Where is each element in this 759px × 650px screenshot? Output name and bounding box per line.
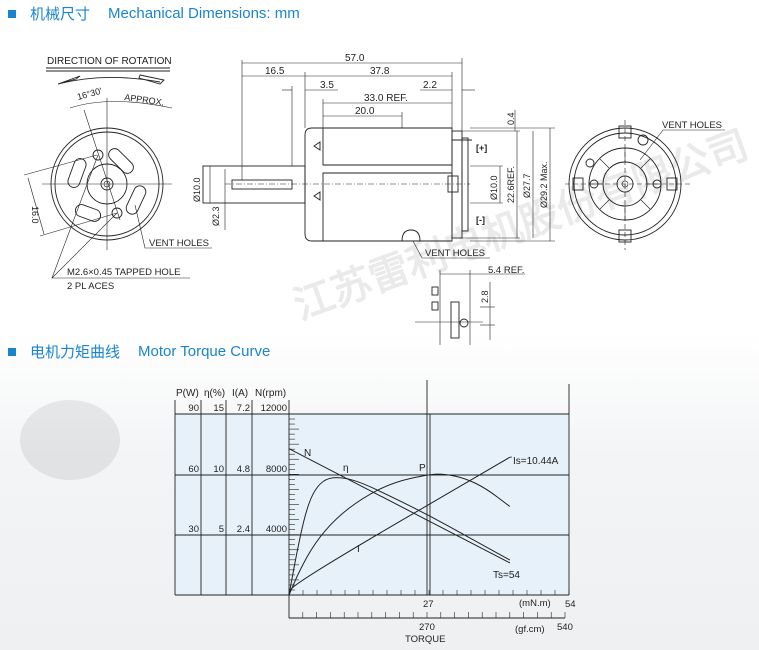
plot-area	[175, 414, 569, 595]
dim-shaft-d2-3: Ø2.3	[211, 206, 221, 226]
curve-p	[288, 473, 511, 596]
x-tick-27: 27	[423, 599, 434, 610]
tick-label: 10	[213, 464, 224, 475]
mechanical-drawing: 江苏雷利电机股份有限公司 DIRECTION OF ROTATION 16°30…	[23, 53, 754, 345]
curve-n	[288, 448, 511, 564]
label-p: P	[419, 463, 426, 474]
table-values: 90 15 7.2 12000 60 10 4.8 8000 30 5 2.4 …	[188, 403, 287, 535]
title-en: Mechanical Dimensions: mm	[108, 5, 300, 22]
tick-label: 90	[188, 403, 199, 414]
header-power: P(W)	[176, 388, 199, 399]
tick-label: 7.2	[237, 403, 250, 414]
terminal-minus-label: [-]	[476, 215, 485, 225]
label-stall-current: Is=10.44A	[513, 456, 559, 467]
header-efficiency: η(%)	[204, 388, 225, 399]
tick-label: 12000	[261, 403, 287, 414]
dim-22-6: 22.6REF.	[506, 166, 516, 203]
table-headers: P(W) η(%) I(A) N(rpm)	[176, 388, 286, 399]
x-unit-mnm: (mN.m)	[519, 598, 551, 609]
tick-label: 5	[219, 524, 224, 535]
vent-holes-right-label: VENT HOLES	[662, 120, 722, 131]
curves	[288, 448, 513, 596]
dim-16-5: 16.5	[265, 66, 285, 77]
section-bullet-icon	[8, 347, 16, 356]
dim-d10-right: Ø10.0	[489, 175, 499, 200]
dim-shaft-d10: Ø10.0	[192, 177, 202, 202]
dim-5-4: 5.4 REF.	[488, 265, 524, 276]
mechanical-dimensions-title: 机械尺寸 Mechanical Dimensions: mm	[8, 3, 300, 24]
label-n: N	[304, 448, 311, 459]
dim-16: 16.0	[30, 206, 40, 224]
dim-29-2: Ø29.2 Max.	[539, 161, 549, 208]
tick-label: 2.4	[237, 524, 250, 535]
tick-label: 15	[213, 403, 224, 414]
dim-3-5: 3.5	[320, 80, 334, 91]
logo-watermark	[20, 400, 120, 480]
side-view: VENT HOLES [+] [-] 57.0 16.5 37.8 3.5 2.…	[192, 53, 555, 259]
x-axis-title: TORQUE	[405, 634, 445, 645]
x-tick-54: 54	[565, 599, 576, 610]
dim-37-8: 37.8	[370, 66, 390, 77]
tick-label: 4.8	[237, 464, 250, 475]
dim-27-7: Ø27.7	[522, 173, 532, 198]
dim-2-8: 2.8	[480, 290, 490, 303]
axis-ticks	[289, 418, 570, 618]
dim-0-4: 0.4	[506, 112, 516, 125]
dim-33: 33.0 REF.	[364, 93, 408, 104]
terminal-detail-view: 5.4 REF. 2.8	[415, 265, 525, 345]
tick-label: 30	[188, 524, 199, 535]
x-unit-gfcm: (gf.cm)	[515, 624, 545, 635]
header-current: I(A)	[232, 388, 248, 399]
rear-end-view: VENT HOLES	[565, 120, 725, 250]
dim-57: 57.0	[345, 53, 365, 64]
curve-i	[288, 456, 511, 596]
section-bullet-icon	[8, 9, 16, 18]
vent-holes-label: VENT HOLES	[149, 238, 209, 249]
tapped-hole-label: M2.6×0.45 TAPPED HOLE	[67, 267, 180, 278]
label-i: I	[357, 544, 360, 555]
x-tick-270: 270	[419, 622, 435, 633]
dim-20: 20.0	[355, 106, 375, 117]
tapped-hole-places-label: 2 PL ACES	[67, 281, 114, 292]
title-en: Motor Torque Curve	[138, 343, 271, 360]
direction-label: DIRECTION OF ROTATION	[47, 56, 172, 67]
torque-curve-title: 电机力矩曲线 Motor Torque Curve	[8, 341, 270, 362]
curve-labels: N η P I Is=10.44A Ts=54	[304, 448, 559, 581]
title-cn: 机械尺寸	[30, 6, 91, 23]
tick-label: 8000	[266, 464, 287, 475]
title-cn: 电机力矩曲线	[30, 344, 121, 361]
tick-label: 4000	[266, 524, 287, 535]
front-end-view: DIRECTION OF ROTATION 16°30' APPROX. 16.…	[23, 56, 212, 292]
curve-eta	[288, 477, 511, 596]
header-speed: N(rpm)	[255, 388, 286, 399]
tick-label: 60	[188, 464, 199, 475]
x-axis-labels: 27 (mN.m) 54 270 (gf.cm) 540 TORQUE	[405, 598, 576, 645]
terminal-plus-label: [+]	[476, 143, 487, 153]
vent-holes-side-label: VENT HOLES	[425, 248, 485, 259]
x-tick-540: 540	[557, 622, 573, 633]
label-eta: η	[343, 463, 349, 474]
label-stall-torque: Ts=54	[493, 570, 520, 581]
dim-2-2: 2.2	[423, 80, 437, 91]
